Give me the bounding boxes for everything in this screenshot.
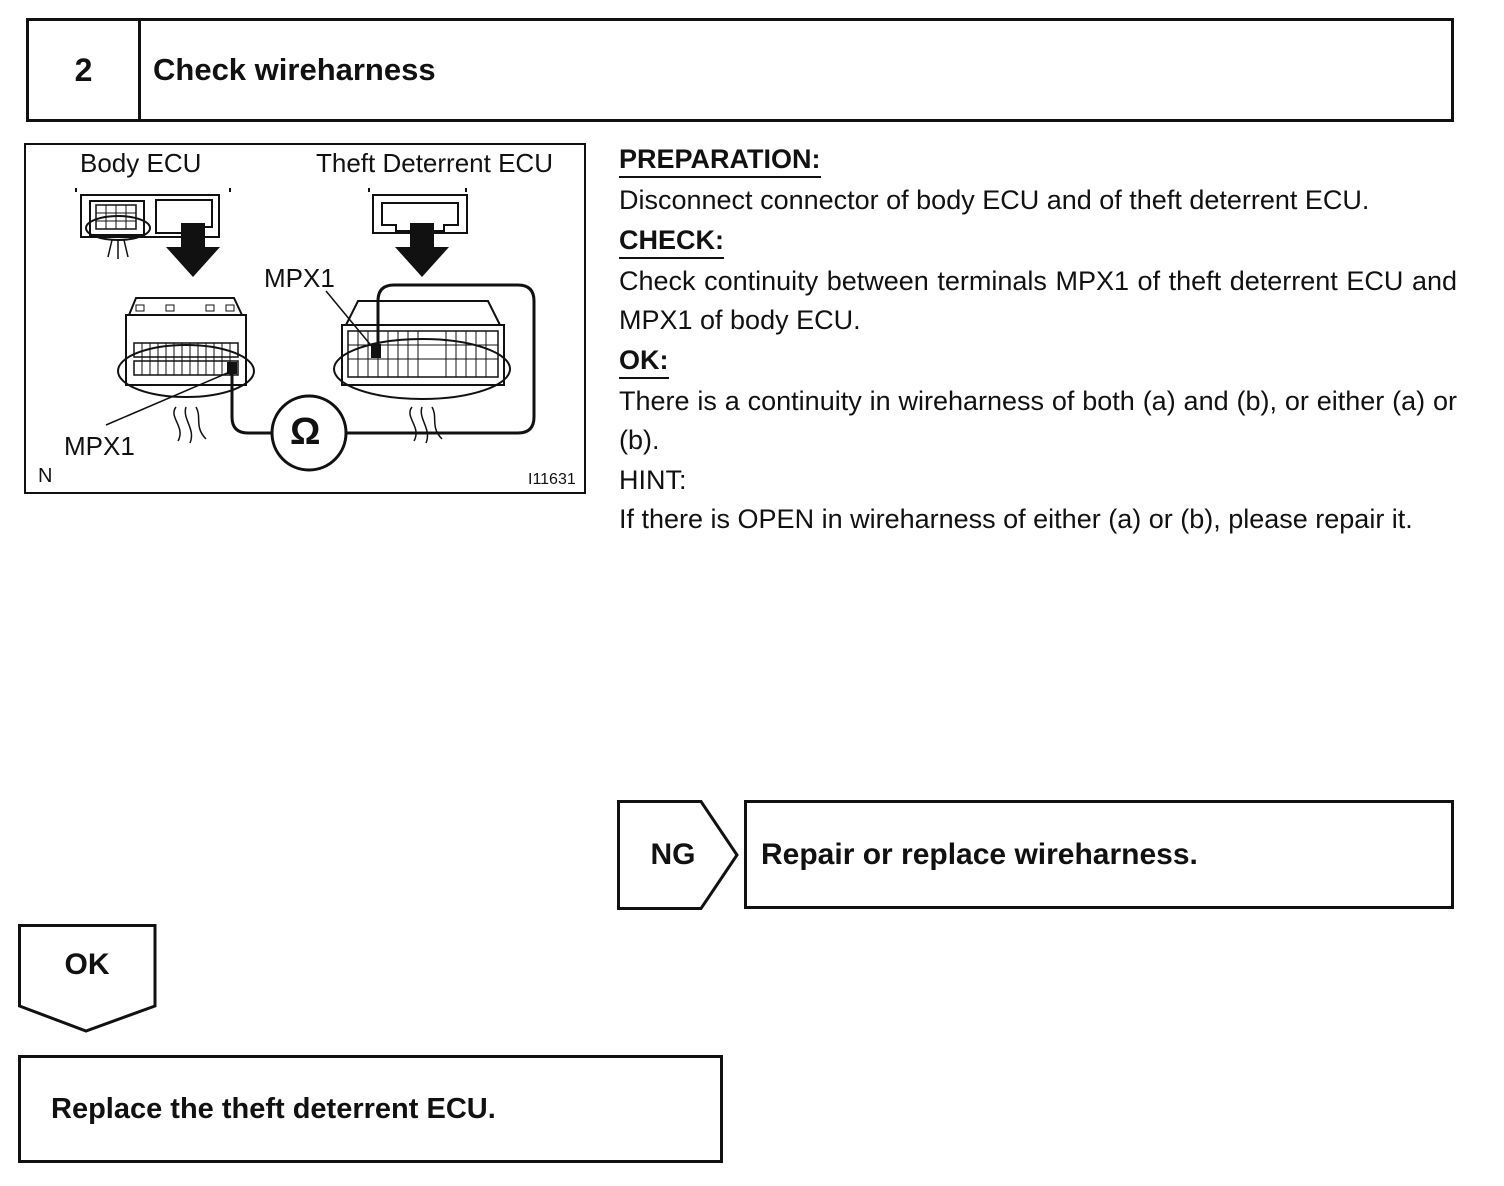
check-heading: CHECK:: [619, 223, 724, 259]
mpx1-label-upper: MPX1: [264, 263, 335, 293]
step-title: Check wireharness: [153, 52, 436, 87]
wiring-illustration: Body ECU Theft Deterrent ECU MPX1 MPX1 Ω…: [24, 143, 586, 494]
ohmmeter-icon: [270, 394, 348, 472]
step-header: 2 Check wireharness: [26, 18, 1454, 122]
ok-heading: OK:: [619, 343, 669, 379]
body-ecu-label: Body ECU: [80, 148, 202, 178]
step-number: 2: [29, 21, 141, 119]
test-lead-wire: [346, 283, 536, 435]
mpx1-leader-line: [325, 290, 375, 350]
preparation-text: Disconnect connector of body ECU and of …: [619, 185, 1370, 215]
ng-action-box: Repair or replace wireharness.: [744, 800, 1454, 909]
ok-text: There is a continuity in wireharness of …: [619, 385, 1457, 456]
corner-code: N: [38, 465, 53, 487]
ng-tag-shape: [617, 800, 739, 910]
hint-heading: HINT:: [619, 464, 687, 495]
theft-ecu-harness-icon: [333, 300, 511, 444]
ohm-icon: Ω: [290, 411, 321, 453]
down-arrow-icon: [166, 223, 220, 277]
body-ecu-connector-icon: [75, 188, 231, 259]
down-arrow-icon: [395, 223, 449, 277]
ok-label: OK: [64, 948, 110, 981]
instructions-panel: PREPARATION: Disconnect connector of bod…: [619, 140, 1457, 540]
test-lead-wire: [230, 371, 272, 435]
figure-id: I11631: [528, 471, 576, 488]
mpx1-label-lower: MPX1: [64, 431, 135, 461]
body-ecu-harness-icon: [117, 297, 255, 444]
ok-tag-shape: [18, 924, 157, 1033]
hint-text: If there is OPEN in wireharness of eithe…: [619, 504, 1413, 534]
ng-label: NG: [650, 838, 696, 871]
theft-ecu-label: Theft Deterrent ECU: [316, 148, 553, 178]
preparation-heading: PREPARATION:: [619, 142, 821, 178]
ecu-connector-diagram: [75, 188, 536, 472]
mpx1-leader-line: [105, 370, 233, 426]
check-text: Check continuity between terminals MPX1 …: [619, 265, 1457, 336]
ok-action-box: Replace the theft deterrent ECU.: [18, 1055, 723, 1163]
